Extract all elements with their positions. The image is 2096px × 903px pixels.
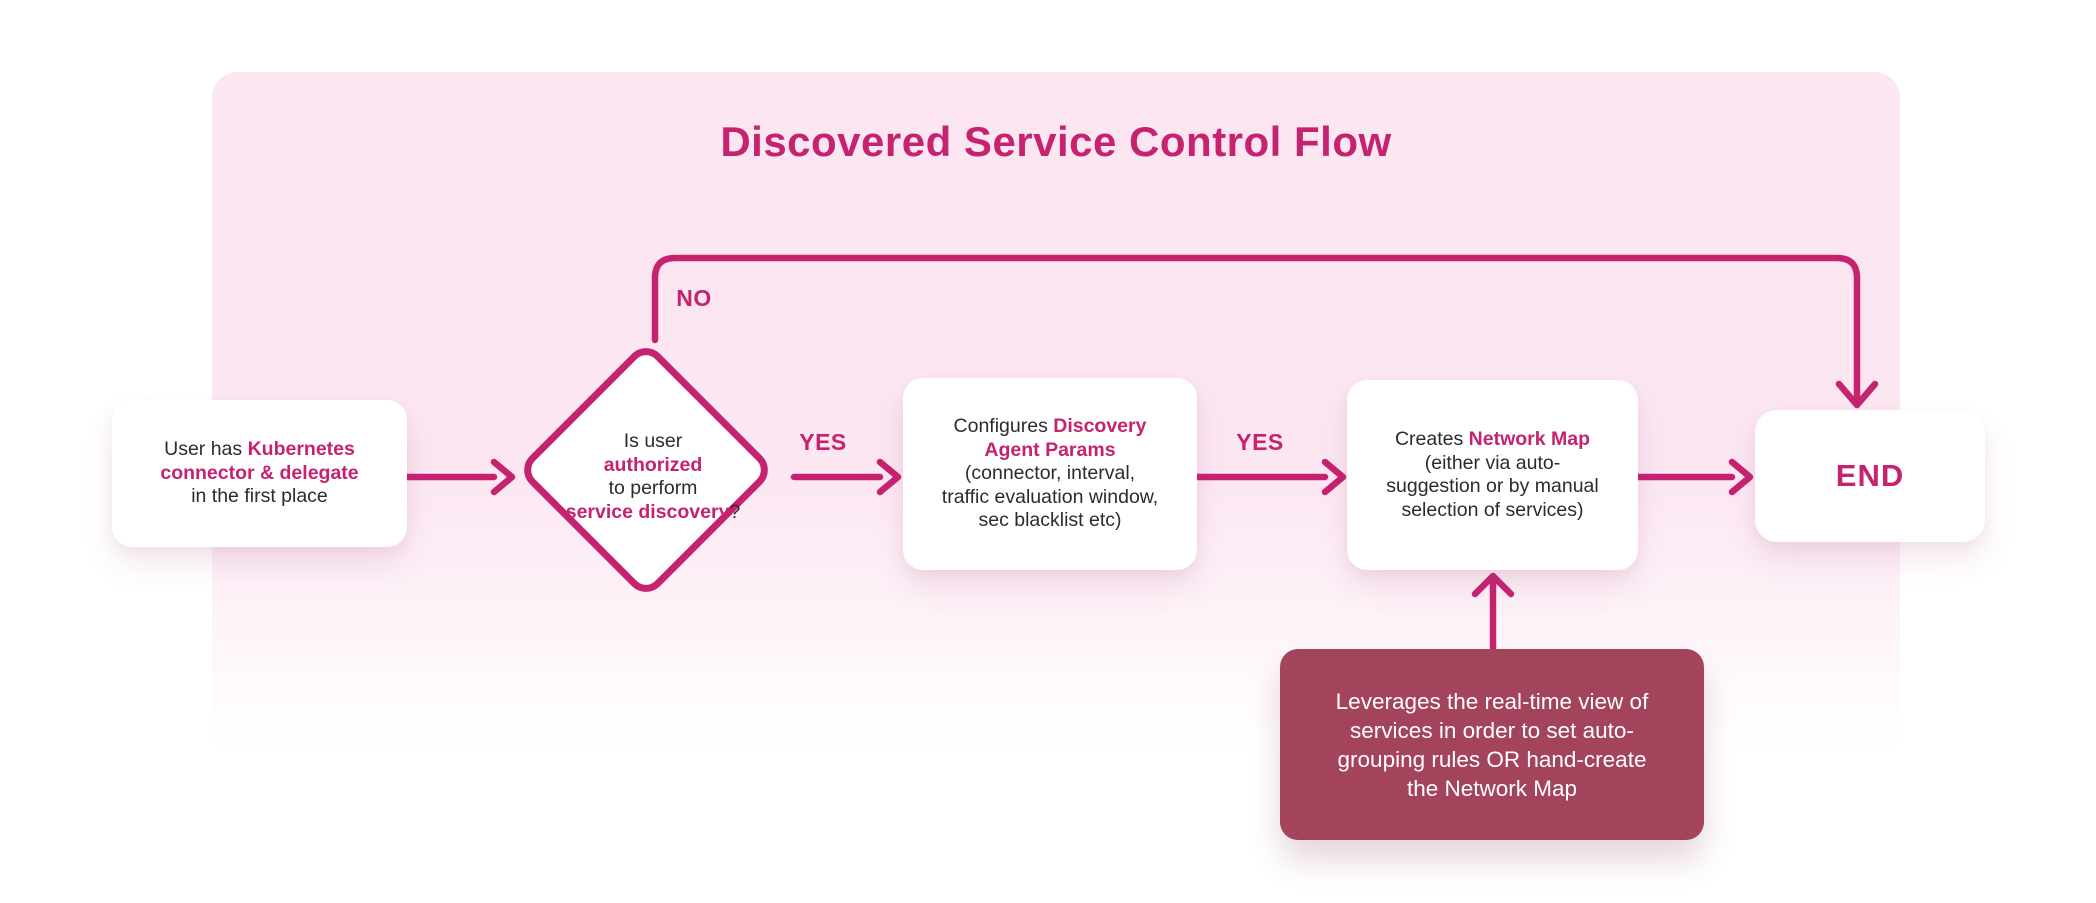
edge-label-yes-1: YES <box>799 429 847 455</box>
text-line: in the first place <box>191 485 328 508</box>
text-line: (connector, interval, <box>964 462 1136 485</box>
text-line: Creates Network Map <box>1386 428 1598 452</box>
text-line-accent: Agent Params <box>984 438 1116 461</box>
edge-decision-no-loop-to-end <box>651 254 1879 409</box>
text-line-accent: authorized <box>603 453 703 476</box>
text-line: Leverages the real-time view of <box>1335 688 1649 714</box>
edge-decision-yes-to-configure <box>790 458 902 496</box>
text-line: sec blacklist etc) <box>978 509 1122 532</box>
text-segment: Configures <box>953 415 1054 438</box>
text-line: selection of services) <box>1401 498 1584 521</box>
configure-params-node: Configures Discovery Agent Params (conne… <box>903 378 1197 570</box>
start-node-text: User has Kubernetes connector & delegate… <box>160 438 358 509</box>
text-line: to perform <box>608 477 698 499</box>
text-line: grouping rules OR hand-create <box>1337 746 1647 772</box>
edge-start-to-decision <box>403 458 516 496</box>
text-segment: User has <box>164 438 248 461</box>
diagram-title: Discovered Service Control Flow <box>720 118 1392 165</box>
end-node: END <box>1755 410 1985 542</box>
edge-label-no: NO <box>676 285 712 311</box>
text-segment-accent: service discovery <box>565 500 730 523</box>
text-line: (either via auto- <box>1424 451 1561 474</box>
text-segment-accent: Kubernetes <box>247 438 355 461</box>
edge-configure-yes-to-create <box>1193 458 1347 496</box>
edge-note-to-create <box>1471 572 1515 652</box>
decision-node-text: Is user authorized to perform service di… <box>543 430 763 524</box>
text-line: the Network Map <box>1406 775 1578 801</box>
text-line: Configures Discovery <box>942 415 1158 439</box>
create-node-text: Creates Network Map (either via auto- su… <box>1386 428 1598 522</box>
text-line: suggestion or by manual <box>1386 475 1599 497</box>
create-network-map-node: Creates Network Map (either via auto- su… <box>1347 380 1638 570</box>
edge-create-to-end <box>1634 458 1754 496</box>
text-line: services in order to set auto- <box>1350 717 1634 743</box>
text-segment-accent: Discovery <box>1053 415 1147 438</box>
text-segment: Creates <box>1394 428 1469 450</box>
text-line: Is user <box>623 430 683 452</box>
text-line: service discovery? <box>543 501 763 525</box>
annotation-note: Leverages the real-time view of services… <box>1280 649 1704 840</box>
text-line-accent: connector & delegate <box>160 461 359 484</box>
edge-label-yes-2: YES <box>1236 429 1284 455</box>
start-node: User has Kubernetes connector & delegate… <box>112 400 407 547</box>
configure-node-text: Configures Discovery Agent Params (conne… <box>942 415 1158 533</box>
text-segment-accent: Network Map <box>1468 428 1591 450</box>
text-line: User has Kubernetes <box>160 438 358 462</box>
text-line: traffic evaluation window, <box>941 485 1159 508</box>
text-segment: ? <box>729 500 741 523</box>
